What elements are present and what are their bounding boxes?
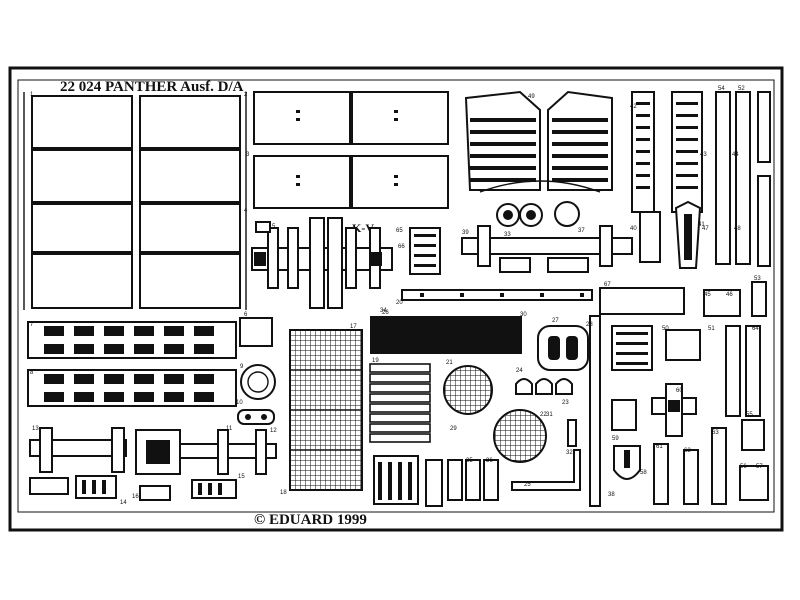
engine-deck-plates [253,91,449,209]
small-left-parts [237,317,276,425]
svg-text:27: 27 [552,318,559,324]
svg-text:55: 55 [746,412,753,418]
part-number-labels: 1 2 3 4 5 6 7 8 9 10 11 12 13 14 15 16 1… [30,86,763,506]
svg-text:53: 53 [754,276,761,282]
track-guide-parts [251,217,393,309]
rack-parts [409,225,633,275]
svg-text:32: 32 [566,450,573,456]
svg-text:9: 9 [240,364,244,370]
svg-text:25: 25 [524,482,531,488]
svg-text:14: 14 [120,500,127,506]
svg-text:54: 54 [718,86,725,92]
bottom-left-frames [29,427,277,501]
svg-text:62: 62 [684,448,691,454]
svg-text:20: 20 [396,300,403,306]
right-ladder-strips [631,91,771,267]
svg-text:45: 45 [704,292,711,298]
round-parts [496,201,580,227]
svg-text:29: 29 [450,426,457,432]
svg-text:34: 34 [380,308,387,314]
slat-panel [369,363,431,443]
svg-text:36: 36 [486,458,493,464]
headlight-parts [515,325,589,395]
svg-text:11: 11 [226,426,233,432]
large-plates-group [23,92,247,310]
copyright-text: © EDUARD 1999 [254,512,367,528]
svg-text:63: 63 [712,430,719,436]
svg-text:64: 64 [752,326,759,332]
grille-wings [464,90,613,193]
svg-text:2: 2 [244,92,248,98]
svg-text:18: 18 [280,490,287,496]
svg-text:16: 16 [132,494,139,500]
svg-text:46: 46 [726,292,733,298]
svg-text:33: 33 [504,232,511,238]
kv-marking: K-V [352,221,374,235]
right-middle-parts [599,200,767,371]
svg-text:47: 47 [702,226,709,232]
svg-text:31: 31 [546,412,553,418]
svg-text:37: 37 [578,228,585,234]
svg-text:58: 58 [640,470,647,476]
svg-text:65: 65 [396,228,403,234]
long-strip [401,289,593,301]
svg-text:60: 60 [676,388,683,394]
svg-text:43: 43 [700,152,707,158]
svg-text:41: 41 [698,222,705,228]
svg-text:39: 39 [462,230,469,236]
svg-text:19: 19 [372,358,379,364]
sheet-title: 22 024 PANTHER Ausf. D/A [60,79,244,95]
svg-text:13: 13 [32,426,39,432]
svg-text:10: 10 [236,400,243,406]
svg-text:66: 66 [398,244,405,250]
svg-text:56: 56 [740,464,747,470]
svg-text:38: 38 [608,492,615,498]
svg-text:42: 42 [630,104,637,110]
svg-text:7: 7 [30,322,34,328]
svg-text:22: 22 [540,412,547,418]
svg-text:44: 44 [732,152,739,158]
svg-text:52: 52 [738,86,745,92]
fender-bars [27,321,237,407]
svg-text:57: 57 [756,464,763,470]
svg-text:59: 59 [612,436,619,442]
svg-text:49: 49 [528,94,535,100]
svg-text:35: 35 [466,458,473,464]
svg-text:4: 4 [244,208,248,214]
svg-text:8: 8 [30,370,34,376]
svg-text:24: 24 [516,368,523,374]
svg-text:26: 26 [382,310,389,316]
svg-text:61: 61 [656,444,663,450]
svg-text:17: 17 [350,324,357,330]
bottom-center-racks [373,315,601,507]
mesh-screens [289,329,547,491]
fret-inner-frame [17,79,775,513]
svg-text:28: 28 [586,322,593,328]
svg-text:12: 12 [270,428,277,434]
dark-panel [370,316,522,354]
svg-text:21: 21 [446,360,453,366]
svg-text:50: 50 [662,326,669,332]
svg-text:67: 67 [604,282,611,288]
svg-text:40: 40 [630,226,637,232]
svg-text:1: 1 [30,92,34,98]
svg-text:51: 51 [708,326,715,332]
svg-text:15: 15 [238,474,245,480]
svg-text:48: 48 [734,226,741,232]
svg-text:5: 5 [272,224,276,230]
svg-text:3: 3 [246,152,250,158]
svg-text:30: 30 [520,312,527,318]
svg-text:6: 6 [244,312,248,318]
svg-text:23: 23 [562,400,569,406]
right-lower-parts [611,325,769,505]
